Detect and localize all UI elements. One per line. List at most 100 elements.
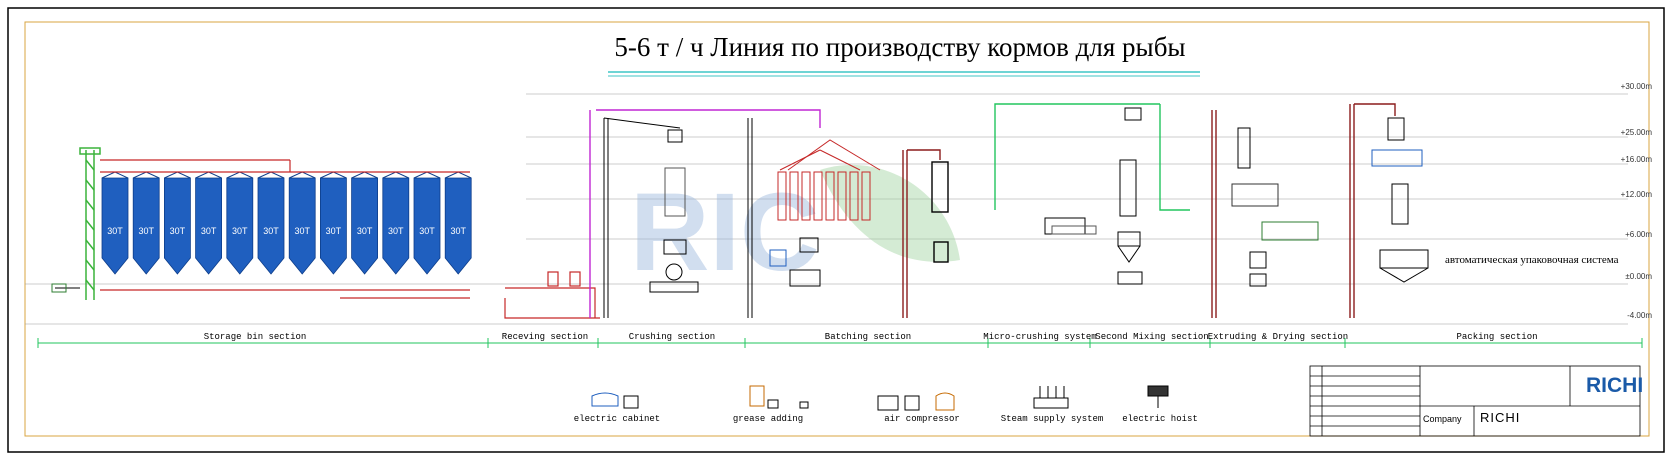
inner-frame	[24, 21, 1650, 437]
legend-air-compressor: air compressor	[884, 414, 960, 424]
silo-capacity-label: 30T	[263, 226, 279, 236]
silo-roof	[101, 171, 129, 179]
micro-crushing-tower	[902, 149, 949, 318]
silo	[351, 177, 378, 275]
silo-capacity-label: 30T	[419, 226, 435, 236]
batching-bin	[849, 171, 859, 221]
receiving-pipes	[504, 271, 600, 319]
section-label-receiving: Receving section	[501, 332, 589, 342]
silo	[444, 177, 472, 275]
electric-cabinet-icon	[591, 392, 639, 409]
silo-roof	[195, 171, 222, 179]
silo-capacity-label: 30T	[201, 226, 217, 236]
second-mixing-equipment	[1044, 107, 1143, 285]
crushing-equipment	[603, 117, 699, 318]
silo	[413, 177, 441, 275]
silo-capacity-label: 30T	[107, 226, 123, 236]
silo-bottom-conveyor	[100, 289, 470, 299]
batching-bin	[789, 171, 799, 221]
batching-bin	[801, 171, 811, 221]
title-block	[1309, 365, 1641, 437]
legend-electric-cabinet: electric cabinet	[573, 414, 661, 424]
batching-bin	[813, 171, 823, 221]
silo-roof	[382, 171, 410, 179]
silo-roof	[320, 171, 347, 179]
richi-logo: RICHI	[1586, 374, 1644, 397]
silo-roof	[164, 171, 191, 179]
silo-capacity-label: 30T	[232, 226, 248, 236]
watermark-logo: RIC	[630, 171, 819, 294]
level-label: -4.00m	[1627, 311, 1652, 320]
silo-top-conveyor	[100, 159, 470, 173]
silo-capacity-label: 30T	[170, 226, 186, 236]
silo-roof	[413, 171, 441, 179]
batching-bin	[825, 171, 835, 221]
silo	[101, 177, 129, 275]
batching-bin-row	[777, 171, 871, 221]
section-label-second-mixing: Second Mixing section	[1095, 332, 1209, 342]
section-label-micro-crushing: Micro-crushing system	[983, 332, 1097, 342]
watermark-leaf	[820, 164, 960, 262]
air-compressor-icon	[877, 392, 955, 411]
steam-supply-icon	[1033, 386, 1069, 409]
silo-roof	[226, 171, 254, 179]
packing-elevator	[1349, 103, 1396, 318]
silo-roof	[257, 171, 285, 179]
silo-roof	[288, 171, 316, 179]
silo-roof	[132, 171, 160, 179]
silo-capacity-label: 30T	[138, 226, 154, 236]
silo	[257, 177, 285, 275]
silo-capacity-label: 30T	[388, 226, 404, 236]
silo-capacity-label: 30T	[326, 226, 342, 236]
storage-elevator-tower	[79, 147, 101, 300]
silo-capacity-label: 30T	[357, 226, 373, 236]
silo-roof	[351, 171, 378, 179]
storage-silos: 30T 30T 30T 30T 30T 30T 30T 30T 30T 30T 30T 30T	[101, 171, 472, 275]
batching-bins	[779, 139, 881, 171]
legend-steam-supply: Steam supply system	[1000, 414, 1104, 424]
packing-system-label: автоматическая упаковочная система	[1445, 254, 1619, 266]
batching-bin	[861, 171, 871, 221]
silo	[382, 177, 410, 275]
silo	[226, 177, 254, 275]
legend-grease-adding: grease adding	[732, 414, 804, 424]
section-label-extruding-drying: Extruding & Drying section	[1207, 332, 1349, 342]
section-label-storage: Storage bin section	[203, 332, 307, 342]
green-overhead-pipe	[994, 103, 1190, 211]
magenta-pipes	[589, 109, 821, 318]
silo	[132, 177, 160, 275]
title-block-company-value: RICHI	[1480, 410, 1521, 425]
level-label: +12.00m	[1620, 190, 1652, 199]
section-ticks	[37, 338, 1643, 348]
silo-capacity-label: 30T	[450, 226, 466, 236]
silo	[320, 177, 347, 275]
section-label-packing: Packing section	[1456, 332, 1538, 342]
diagram-title: 5-6 т / ч Линия по производству кормов д…	[614, 32, 1186, 62]
packing-equipment	[1371, 117, 1429, 283]
batching-bin	[837, 171, 847, 221]
level-label: +6.00m	[1625, 230, 1652, 239]
silo-roof	[444, 171, 472, 179]
section-label-batching: Batching section	[824, 332, 912, 342]
section-label-crushing: Crushing section	[628, 332, 716, 342]
grease-adding-icon	[749, 385, 809, 409]
silo	[195, 177, 222, 275]
level-label: +16.00m	[1620, 155, 1652, 164]
title-block-company-label: Company	[1423, 414, 1462, 424]
batching-equipment	[747, 118, 821, 318]
extruding-equipment	[1231, 127, 1319, 287]
outer-frame	[7, 7, 1665, 453]
silo	[164, 177, 191, 275]
batching-bin	[777, 171, 787, 221]
electric-hoist-icon	[1147, 385, 1169, 408]
level-label: ±0.00m	[1625, 272, 1652, 281]
silo-capacity-label: 30T	[294, 226, 310, 236]
second-mixing-elevator	[1211, 110, 1217, 318]
silo	[288, 177, 316, 275]
level-label: +30.00m	[1620, 82, 1652, 91]
legend-electric-hoist: electric hoist	[1122, 414, 1198, 424]
level-label: +25.00m	[1620, 128, 1652, 137]
level-lines	[25, 93, 1628, 325]
